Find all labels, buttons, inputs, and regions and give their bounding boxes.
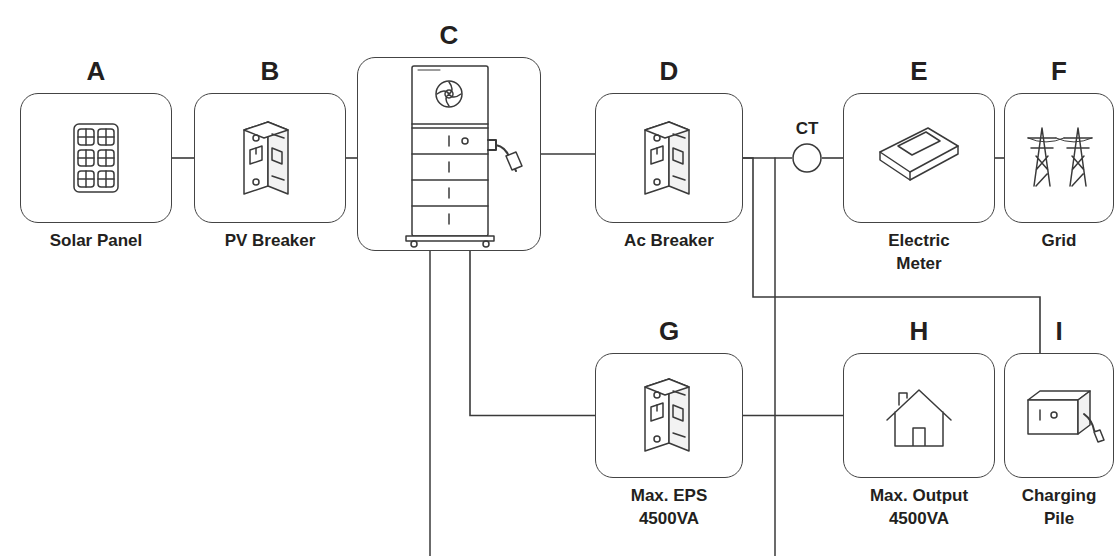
component-letter: CT — [796, 120, 819, 137]
wire-connector — [743, 415, 843, 417]
component-letter: I — [1055, 318, 1062, 344]
wire-connector — [541, 153, 595, 155]
component-label: Solar Panel — [50, 230, 143, 253]
breaker-box: GMax. EPS 4500VA — [595, 353, 743, 478]
component-label: Charging Pile — [1009, 485, 1109, 531]
component-label: Ac Breaker — [624, 230, 714, 253]
component-label: Max. EPS 4500VA — [614, 485, 724, 531]
breaker-box: DAc Breaker — [595, 93, 743, 223]
wire-connector — [470, 251, 595, 416]
component-label: PV Breaker — [225, 230, 316, 253]
component-letter: G — [659, 318, 679, 344]
ct-circle: CT — [792, 143, 822, 173]
component-label: Electric Meter — [864, 230, 974, 276]
solar-panel-box: ASolar Panel — [20, 93, 172, 223]
component-letter: F — [1051, 58, 1067, 84]
component-letter: H — [910, 318, 929, 344]
wire-connector — [346, 157, 357, 159]
component-label: Max. Output 4500VA — [859, 485, 979, 531]
component-letter: B — [261, 58, 280, 84]
meter-box: EElectric Meter — [843, 93, 995, 223]
wire-connector — [743, 158, 1040, 353]
ct-ring — [792, 143, 822, 173]
component-letter: C — [440, 22, 459, 48]
component-letter: A — [87, 58, 106, 84]
wire-connector — [995, 157, 1004, 159]
charging-pile-box: ICharging Pile — [1004, 353, 1114, 478]
inverter-box: C — [357, 57, 541, 251]
grid-box: FGrid — [1004, 93, 1114, 223]
breaker-box: BPV Breaker — [194, 93, 346, 223]
house-box: HMax. Output 4500VA — [843, 353, 995, 478]
wire-connector — [822, 157, 843, 159]
wire-connector — [172, 157, 194, 159]
component-letter: D — [660, 58, 679, 84]
component-letter: E — [910, 58, 927, 84]
component-label: Grid — [1042, 230, 1077, 253]
